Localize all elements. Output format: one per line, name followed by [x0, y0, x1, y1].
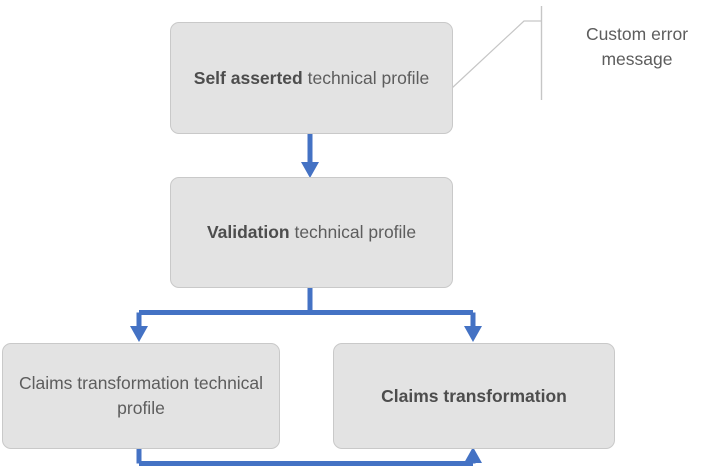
node-self-asserted-technical-profile[interactable]: Self asserted technical profile	[170, 22, 453, 134]
callout-custom-error-message: Custom error message	[585, 24, 689, 70]
arrow-claims-tp-to-claims-transformation	[136, 447, 482, 466]
node-validation-regular-text: technical profile	[289, 222, 417, 243]
node-self-asserted-label: Self asserted technical profile	[185, 66, 438, 91]
node-claims-transformation[interactable]: Claims transformation	[333, 343, 615, 449]
node-validation-bold-text: Validation	[206, 222, 290, 243]
node-validation-label: Validation technical profile	[185, 220, 438, 245]
callout-leader-line	[451, 6, 543, 100]
arrow-self-asserted-to-validation	[301, 134, 319, 178]
node-self-asserted-regular-text: technical profile	[302, 67, 430, 88]
node-claims-transformation-label: Claims transformation	[348, 384, 600, 409]
node-claims-transformation-tp-regular-text: Claims transformation technical profile	[18, 373, 264, 418]
arrow-validation-branch	[130, 288, 482, 342]
node-claims-transformation-bold-text: Claims transformation	[381, 385, 567, 406]
node-claims-transformation-tp-label: Claims transformation technical profile	[17, 371, 265, 421]
node-self-asserted-bold-text: Self asserted	[193, 67, 303, 88]
node-claims-transformation-technical-profile[interactable]: Claims transformation technical profile	[2, 343, 280, 449]
node-validation-technical-profile[interactable]: Validation technical profile	[170, 177, 453, 288]
